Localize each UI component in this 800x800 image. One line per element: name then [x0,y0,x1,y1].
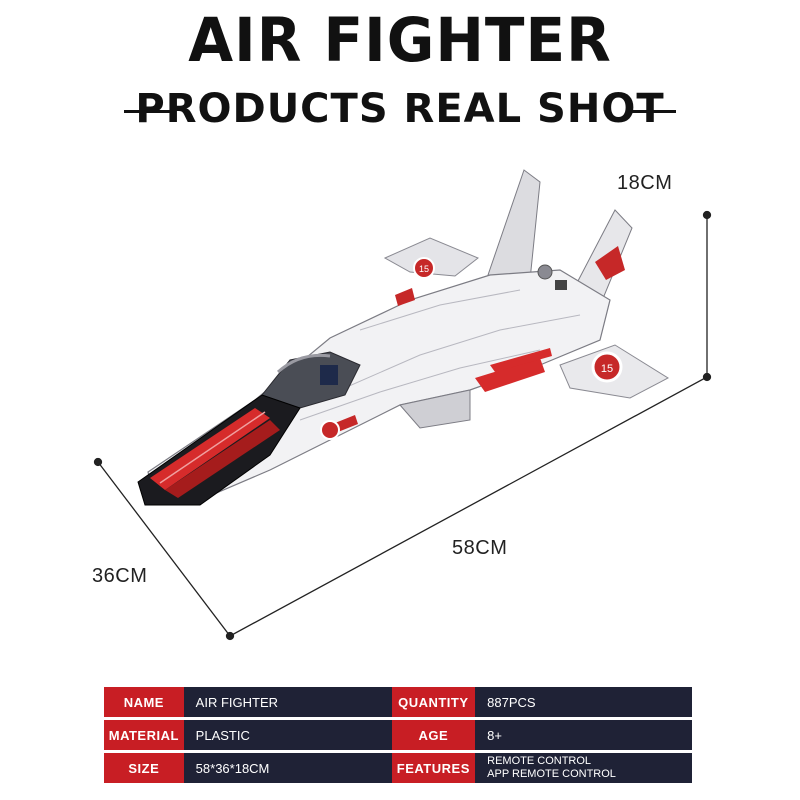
spec-row: SIZE 58*36*18CM FEATURES REMOTE CONTROL … [104,753,692,783]
quantity-value: 887PCS [475,687,692,717]
features-value: REMOTE CONTROL APP REMOTE CONTROL [475,753,692,783]
dimension-lines [93,210,712,641]
height-dot-top [702,210,712,220]
page-title: AIR FIGHTER [188,4,612,76]
width-dimension-line [97,461,231,637]
size-label: SIZE [104,753,184,783]
age-value: 8+ [475,720,692,750]
tail-fin-left [487,169,541,281]
material-value: PLASTIC [183,720,392,750]
size-value: 58*36*18CM [183,753,392,783]
features-label: FEATURES [391,753,476,783]
width-dot [93,457,103,467]
material-label: MATERIAL [104,720,184,750]
spec-row: NAME AIR FIGHTER QUANTITY 887PCS [104,687,692,717]
spec-row: MATERIAL PLASTIC AGE 8+ [104,720,692,750]
svg-text:15: 15 [419,264,429,274]
title-rule-left [124,110,170,113]
left-wing [383,237,479,277]
quantity-label: QUANTITY [391,687,476,717]
name-value: AIR FIGHTER [183,687,392,717]
height-dimension-label: 18CM [617,172,673,194]
air-fighter-model: 15 15 [93,169,712,641]
product-image: 15 15 [93,169,712,641]
spec-table: NAME AIR FIGHTER QUANTITY 887PCS MATERIA… [104,684,692,786]
width-dimension-label: 36CM [92,565,148,587]
title-rule-right [630,110,676,113]
features-line-2: APP REMOTE CONTROL [487,768,616,780]
length-dimension-label: 58CM [452,537,508,559]
length-dimension-line [229,376,708,637]
page-subtitle: PRODUCTS REAL SHOT [135,86,665,132]
svg-text:15: 15 [601,363,613,375]
age-label: AGE [391,720,476,750]
name-label: NAME [104,687,184,717]
features-line-1: REMOTE CONTROL [487,755,592,767]
